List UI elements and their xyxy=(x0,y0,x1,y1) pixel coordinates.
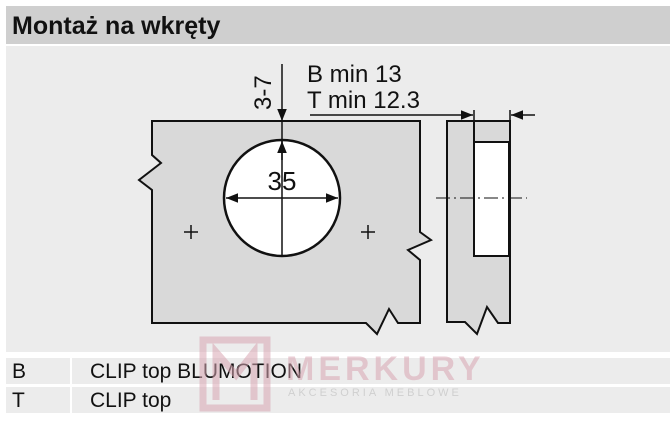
diameter-label: 35 xyxy=(268,166,297,196)
b-min-label: B min 13 xyxy=(307,61,402,88)
screw-mark xyxy=(184,225,198,239)
t-min-label: T min 12.3 xyxy=(307,87,420,114)
legend-row-b: B CLIP top BLUMOTION xyxy=(6,358,670,384)
legend-row-t: T CLIP top xyxy=(6,387,670,413)
section-header: Montaż na wkręty xyxy=(6,6,670,44)
depth-label: 3-7 xyxy=(250,75,277,110)
screw-mark xyxy=(361,225,375,239)
cup-recess xyxy=(473,141,510,257)
section-title: Montaż na wkręty xyxy=(12,12,221,40)
